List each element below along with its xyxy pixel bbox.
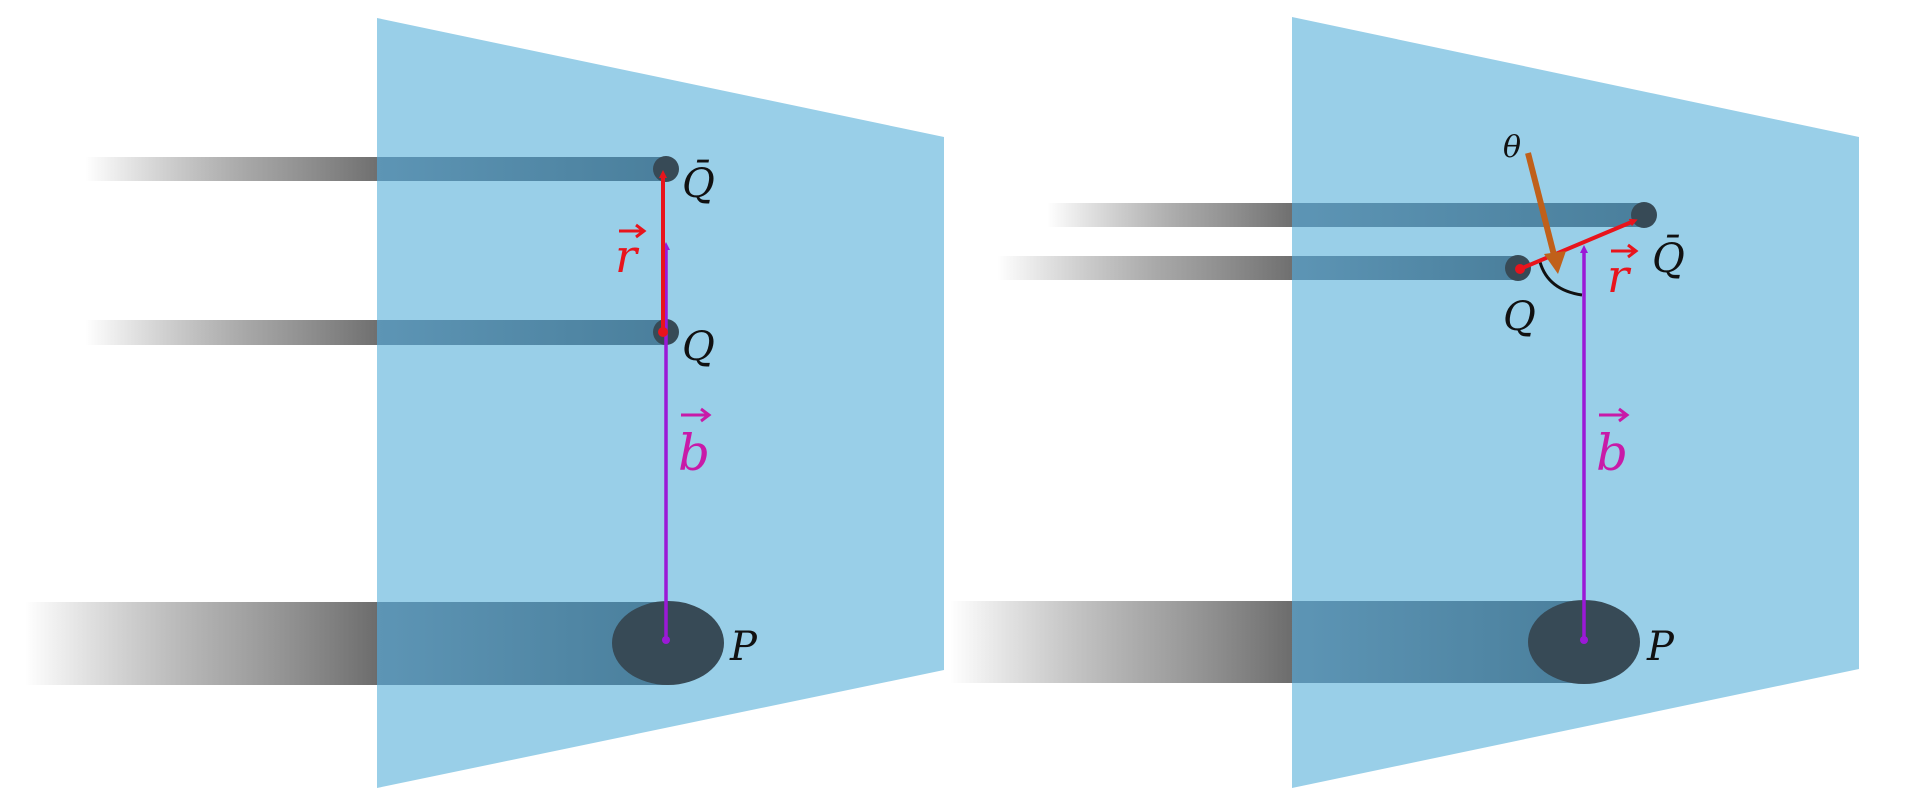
left-b-arrow-accent bbox=[681, 407, 712, 423]
right-q-string-fade bbox=[997, 256, 1293, 280]
right-b-origin bbox=[1580, 636, 1588, 644]
left-p-string-fade bbox=[25, 602, 378, 685]
left-b-label: b bbox=[678, 407, 712, 482]
right-theta-arc bbox=[1538, 261, 1583, 297]
left-r-origin bbox=[658, 327, 668, 337]
right-theta-label: θ bbox=[1503, 130, 1521, 165]
right-theta-pointer bbox=[1525, 152, 1557, 256]
left-b-letter: b bbox=[678, 424, 710, 482]
right-qbar-string bbox=[1292, 203, 1643, 227]
left-panel: Q̄ Q P r b bbox=[25, 18, 944, 788]
left-b-origin bbox=[662, 636, 670, 644]
right-q-label: Q bbox=[1503, 294, 1536, 340]
right-r-letter: r bbox=[1607, 249, 1632, 303]
left-q-string bbox=[377, 320, 666, 345]
right-r-origin bbox=[1515, 264, 1525, 274]
left-q-label: Q bbox=[682, 324, 715, 370]
left-qbar-string bbox=[377, 157, 666, 181]
right-qbar-label: Q̄ bbox=[1652, 235, 1685, 282]
left-qbar-dot bbox=[653, 156, 679, 182]
right-b-arrow-accent bbox=[1599, 407, 1630, 423]
left-qbar-string-fade bbox=[85, 157, 378, 181]
left-q-string-fade bbox=[85, 320, 378, 345]
right-r-arrow-accent bbox=[1611, 243, 1639, 259]
right-b-label: b bbox=[1596, 407, 1630, 482]
left-r-arrow-accent bbox=[619, 223, 647, 239]
right-theta-pointer-head bbox=[1544, 251, 1566, 274]
right-qbar-dot bbox=[1631, 202, 1657, 228]
right-r-label: r bbox=[1607, 243, 1639, 303]
left-p-label: P bbox=[729, 624, 758, 670]
right-qbar-string-fade bbox=[1047, 203, 1293, 227]
right-p-string-fade bbox=[950, 601, 1293, 683]
left-r-label: r bbox=[615, 223, 647, 283]
right-q-string bbox=[1292, 256, 1519, 280]
left-r-letter: r bbox=[615, 229, 640, 283]
left-qbar-label: Q̄ bbox=[682, 160, 715, 207]
right-panel: θ Q̄ Q P r b bbox=[950, 17, 1859, 788]
right-p-label: P bbox=[1646, 624, 1675, 670]
left-transverse-plane bbox=[377, 18, 944, 788]
right-b-letter: b bbox=[1596, 424, 1628, 482]
right-r-vector bbox=[1519, 218, 1638, 271]
